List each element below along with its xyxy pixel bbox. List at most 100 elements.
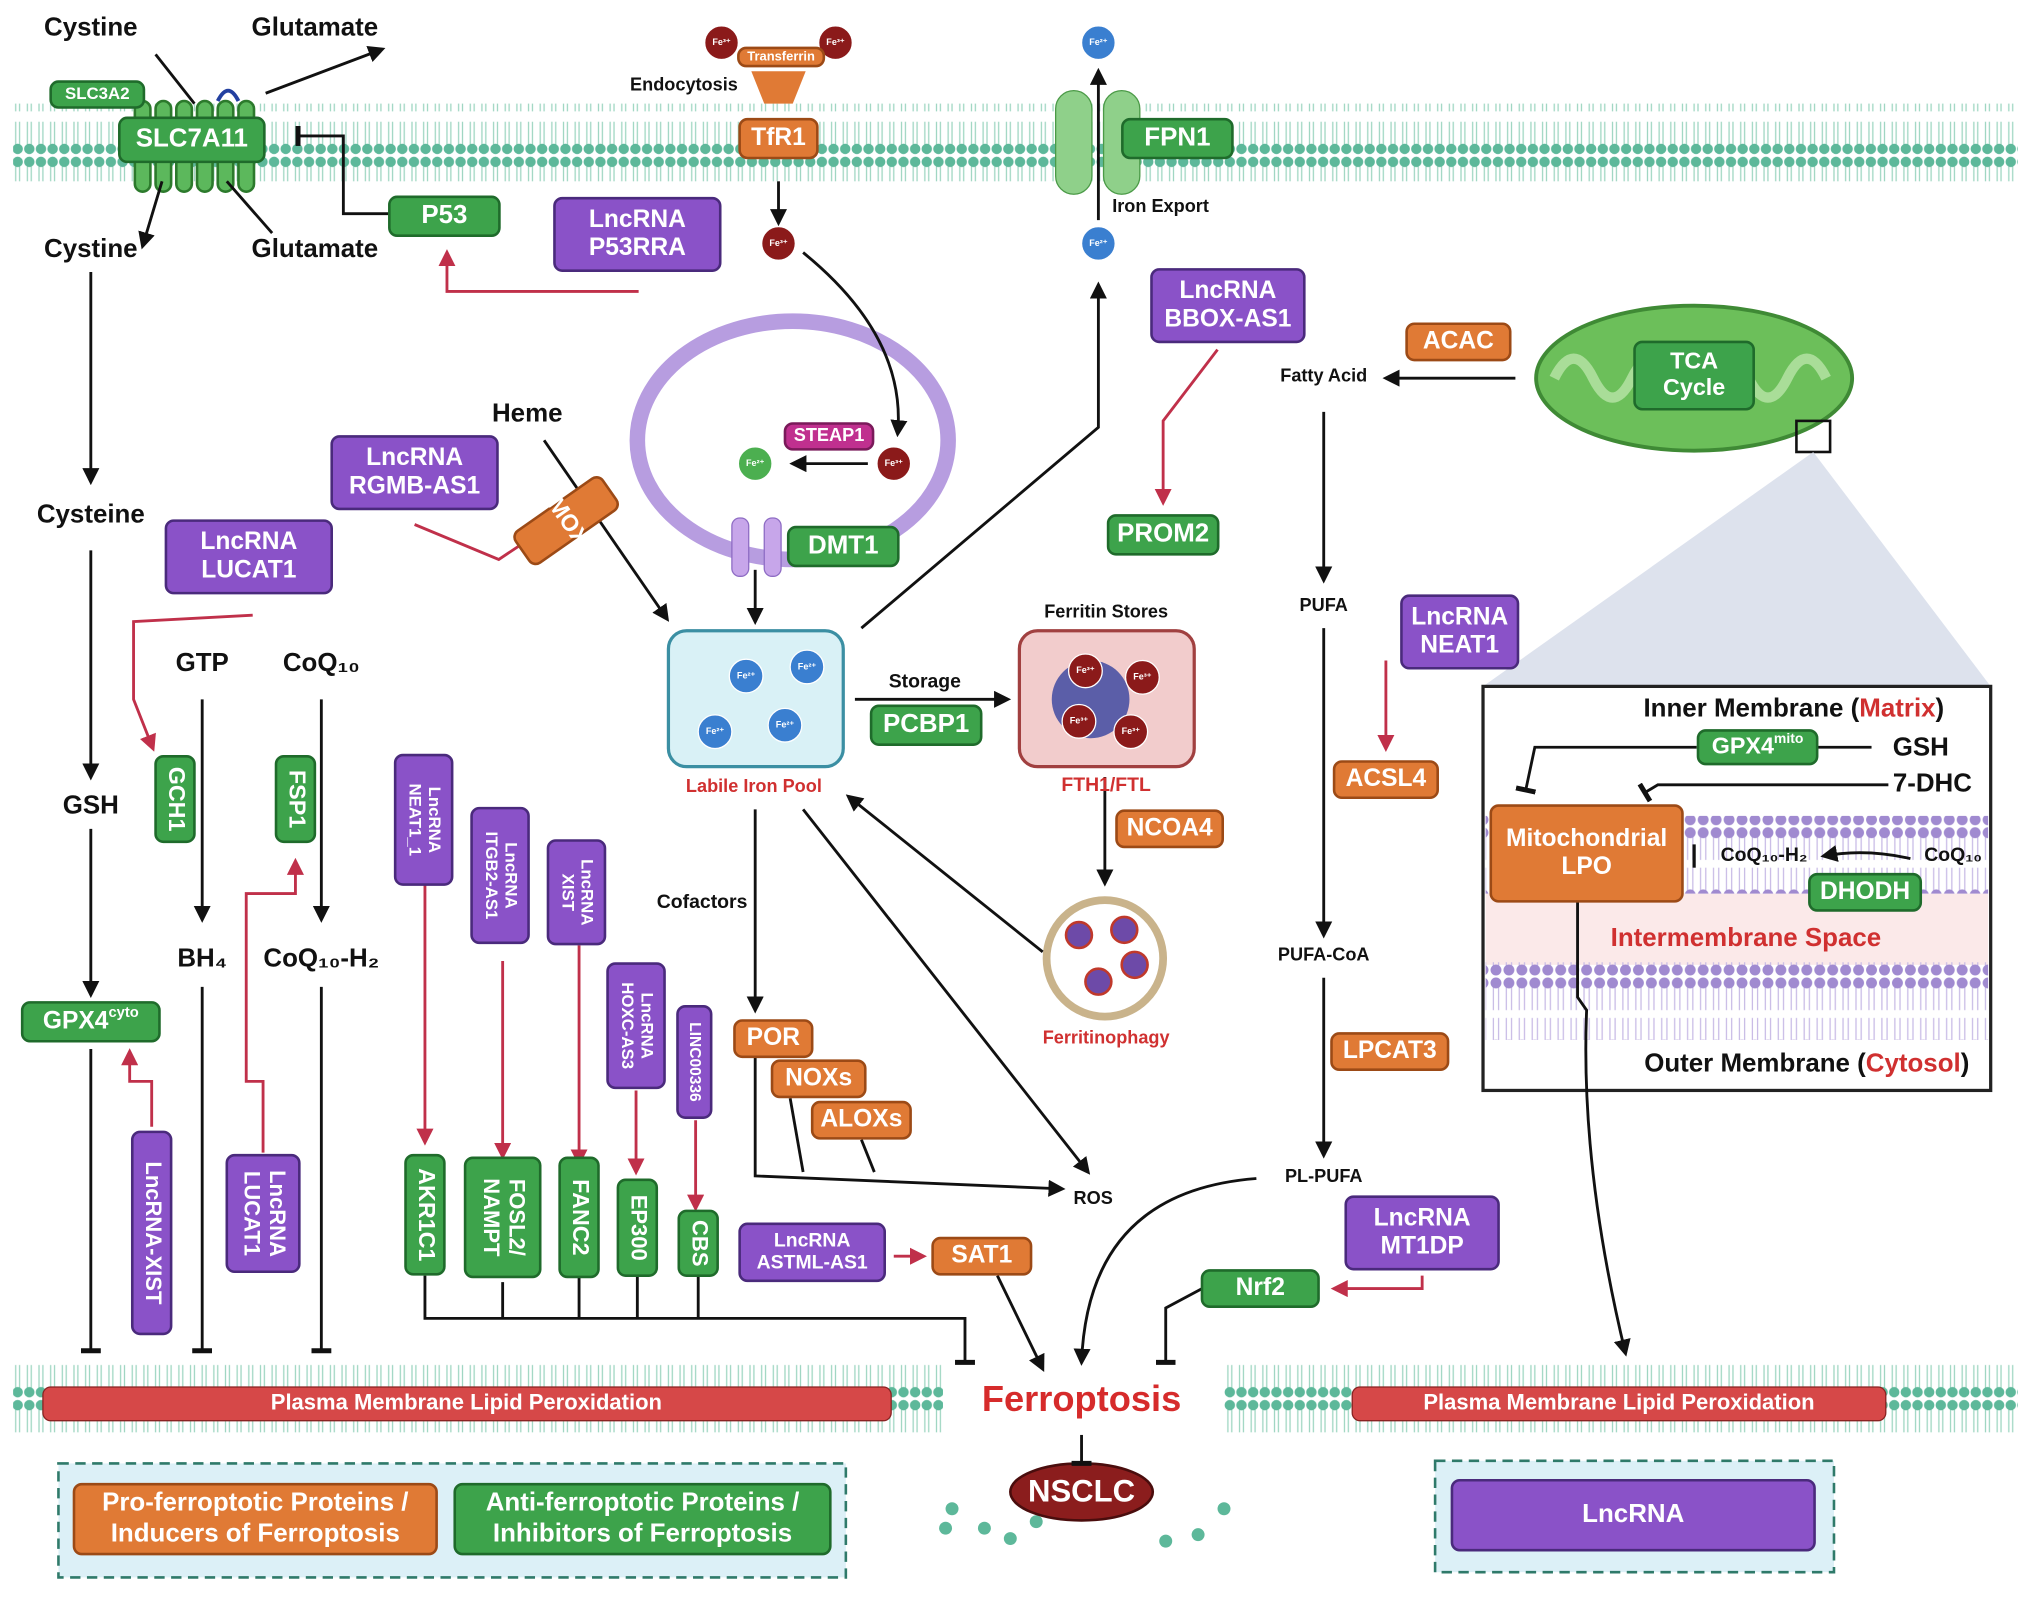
iron-ion-icon — [1080, 25, 1116, 61]
cbs-box — [677, 1209, 719, 1277]
iron-ion-icon — [1061, 703, 1097, 739]
label-gsh-mito: GSH — [1893, 733, 1949, 761]
activation-edge — [1154, 348, 1219, 506]
node-p53: P53 — [388, 195, 501, 237]
labile-iron-pool-box — [666, 629, 845, 769]
transferrin-label: Transferrin — [747, 48, 815, 63]
node-dhodh: DHODH — [1808, 872, 1923, 912]
inhibition-edge — [1515, 745, 1697, 795]
iron-ion-icon — [818, 25, 853, 61]
lnc-bbox-label: LncRNA — [1179, 277, 1276, 304]
lnc-astml-label: ASTML-AS1 — [757, 1252, 868, 1274]
lipid-peroxidation-bar-right — [1351, 1386, 1887, 1422]
legend-anti-ferroptotic-label: Inhibitors of Ferroptosis — [493, 1520, 792, 1548]
ferritin-particle — [1110, 915, 1139, 945]
lnc-xist-label: XIST — [558, 874, 577, 912]
legend-lncrna: LncRNA — [1450, 1478, 1816, 1552]
node-nrf2: Nrf2 — [1200, 1269, 1320, 1309]
ep300-box — [616, 1178, 659, 1277]
lnc-xist-box — [546, 839, 607, 946]
lnc-bbox-label: BBOX-AS1 — [1164, 305, 1291, 332]
activation-edge — [860, 281, 1107, 630]
label-glutamate-top: Glutamate — [252, 13, 379, 41]
iron-ion-icon — [1113, 714, 1149, 750]
label-ferroptosis: Ferroptosis — [982, 1378, 1181, 1419]
node-linc00336: LINC00336 — [676, 1004, 713, 1119]
iron-ion-label: Fe²⁺ — [1089, 238, 1108, 248]
iron-ion-icon — [789, 649, 825, 685]
iron-ion-icon — [1067, 653, 1103, 689]
lipid-peroxidation-left-label: Plasma Membrane Lipid Peroxidation — [271, 1390, 662, 1415]
activation-edge — [132, 613, 253, 752]
fsp1-box — [274, 755, 317, 844]
steap1-label: STEAP1 — [794, 425, 865, 445]
lnc-itgb2-label: ITGB2-AS1 — [482, 832, 501, 920]
legend-anti-ferroptotic-label: Anti-ferroptotic Proteins / — [486, 1488, 800, 1516]
label-glutamate-bottom: Glutamate — [252, 235, 379, 263]
outer-membrane-title: Outer Membrane (Cytosol) — [1644, 1049, 1969, 1077]
node-tfr1: TfR1 — [738, 117, 819, 160]
slc3a2-label: SLC3A2 — [65, 84, 130, 103]
ncoa4-label: NCOA4 — [1127, 814, 1213, 841]
iron-ion-icon — [1124, 659, 1160, 695]
iron-ion-label: Fe²⁺ — [798, 661, 817, 671]
label-pl-pufa: PL-PUFA — [1285, 1166, 1363, 1186]
lnc-xist-bottom-label: LncRNA-XIST — [141, 1161, 166, 1305]
iron-ion-label: Fe³⁺ — [1070, 716, 1089, 726]
lipid-peroxidation-right-label: Plasma Membrane Lipid Peroxidation — [1423, 1390, 1814, 1415]
lipid-dot — [945, 1502, 959, 1516]
iron-ion-label: Fe³⁺ — [1133, 672, 1152, 682]
iron-ion-icon — [728, 658, 764, 694]
prom2-label: PROM2 — [1117, 520, 1209, 548]
pcbp1-label: PCBP1 — [883, 710, 969, 738]
label-coq10-mito: CoQ₁₀ — [1924, 844, 1982, 866]
activation-edge — [788, 1097, 805, 1173]
lnc-hoxc-label: LncRNA — [637, 992, 656, 1058]
inhibition-edge — [423, 1275, 975, 1365]
label-coq10: CoQ₁₀ — [283, 649, 360, 677]
node-transferrin: Transferrin — [737, 46, 826, 68]
gch1-box — [154, 755, 196, 844]
sat1-label: SAT1 — [951, 1242, 1012, 1269]
gpx4mito-box — [1696, 729, 1819, 766]
dmt1-channel — [763, 517, 782, 577]
acsl4-box — [1332, 760, 1439, 800]
label-cofactors: Cofactors — [657, 891, 748, 913]
lnc-lucat1-top-label: LUCAT1 — [201, 557, 296, 584]
fsp1-label: FSP1 — [284, 770, 310, 828]
inhibition-edge — [295, 126, 389, 216]
iron-ion-label: Fe²⁺ — [706, 726, 725, 736]
activation-edge — [244, 857, 304, 1153]
legend-lncrna-label: LncRNA — [1582, 1500, 1684, 1528]
iron-ion-label: Fe³⁺ — [1076, 665, 1095, 675]
legend-pro-ferroptotic-label: Inducers of Ferroptosis — [111, 1520, 400, 1548]
tca-label: TCA — [1670, 347, 1718, 373]
node-pcbp1: PCBP1 — [869, 704, 983, 746]
node-slc7a11: SLC7A11 — [118, 116, 266, 164]
lnc-p53rra-box — [553, 196, 722, 272]
iron-ion-icon — [697, 714, 733, 750]
label-gsh: GSH — [63, 792, 119, 820]
fpn1-channel — [1054, 90, 1093, 195]
node-fosl2: FOSL2/NAMPT — [463, 1156, 542, 1279]
node-hmox1: HMOX1 — [513, 476, 619, 566]
node-dmt1: DMT1 — [786, 525, 900, 568]
lpcat3-box — [1330, 1032, 1450, 1072]
noxs-label: NOXs — [785, 1064, 852, 1091]
lnc-xist-label: LncRNA — [578, 859, 597, 925]
iron-ion-label: Fe³⁺ — [885, 458, 904, 468]
lnc-astml-box — [738, 1222, 886, 1283]
label-bh4: BH₄ — [177, 944, 227, 972]
node-slc3a2: SLC3A2 — [49, 80, 146, 109]
activation-edge — [225, 180, 274, 235]
ferritin-particle — [1084, 967, 1113, 996]
slc3a2-box — [49, 80, 146, 109]
iron-ion-icon — [1080, 225, 1116, 261]
linc00336-label: LINC00336 — [686, 1022, 703, 1102]
aloxs-box — [810, 1100, 912, 1140]
lipid-dot — [1003, 1532, 1017, 1546]
